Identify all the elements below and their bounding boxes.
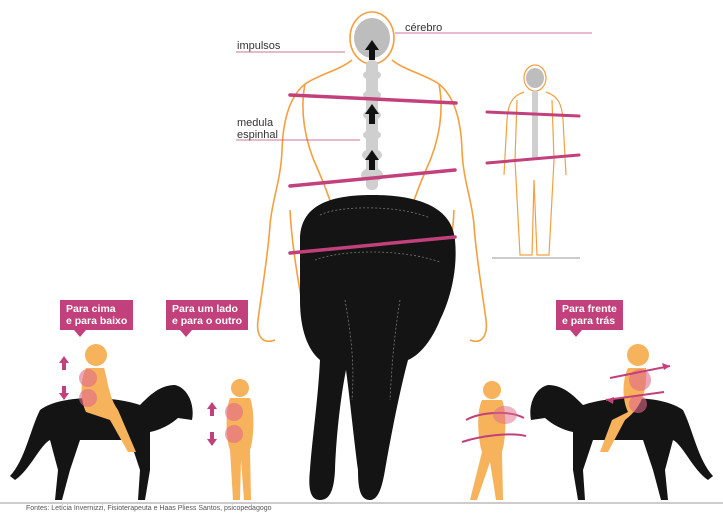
up-down-arrows-child <box>207 402 217 446</box>
tag-up-down: Para cima e para baixo <box>60 300 133 330</box>
spinal-cord-label-line1: medula <box>237 117 273 129</box>
tag-side-to-side: Para um lado e para o outro <box>166 300 248 330</box>
tag-side-line1: Para um lado <box>172 303 242 315</box>
brain-label: cérebro <box>405 22 442 34</box>
tag-side-line2: e para o outro <box>172 315 242 327</box>
impulses-label: impulsos <box>237 40 280 52</box>
child-walking <box>470 381 505 500</box>
up-down-arrows-left <box>59 356 69 400</box>
horse-right <box>530 385 713 500</box>
tag-front-line1: Para frente <box>562 303 617 315</box>
tag-front-back: Para frente e para trás <box>556 300 623 330</box>
child-walking-hip-marks <box>493 406 517 424</box>
spinal-cord-label-line2: espinhal <box>237 129 278 141</box>
tag-up-down-line2: e para baixo <box>66 315 127 327</box>
tag-up-down-line1: Para cima <box>66 303 127 315</box>
source-note: Fontes: Letícia Invernizzi, Fisioterapeu… <box>26 505 272 512</box>
tag-front-line2: e para trás <box>562 315 617 327</box>
